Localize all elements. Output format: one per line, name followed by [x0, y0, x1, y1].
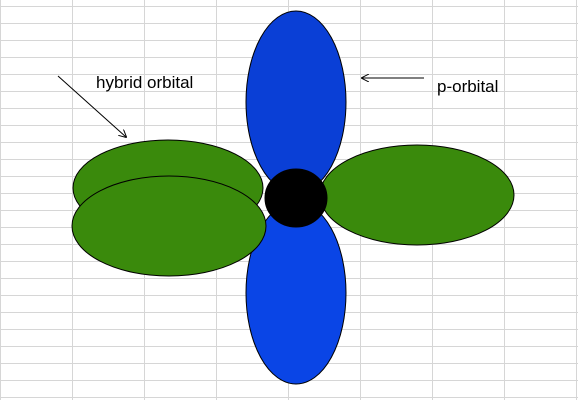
nucleus	[264, 168, 328, 228]
p-orbital-label: p-orbital	[437, 77, 499, 96]
hybrid-orbital-lobe-right	[319, 144, 515, 246]
hybrid-orbital-label: hybrid orbital	[96, 73, 194, 92]
arrow-down-right-icon	[57, 75, 126, 137]
p-orbital-lobe-top	[245, 10, 347, 194]
hybrid-orbital-lobe-left-front	[71, 175, 267, 277]
